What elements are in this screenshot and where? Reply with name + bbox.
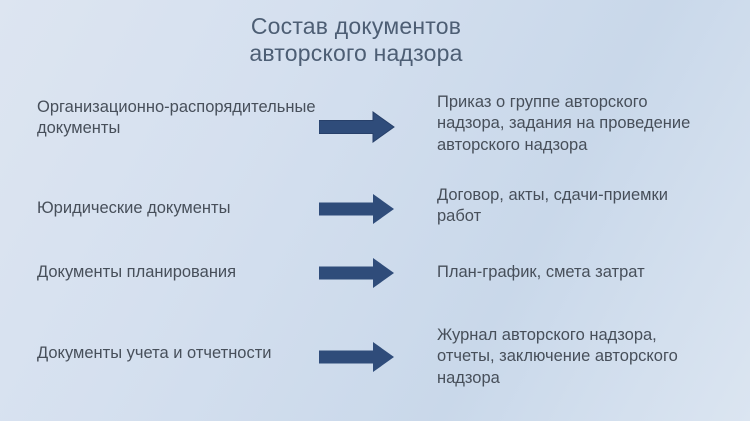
diagram-row-accounting: Документы учета и отчетности Журнал авто… [0, 307, 750, 407]
row-left-label: Организационно-распорядительные документ… [37, 97, 316, 138]
right-arrow-icon [319, 193, 437, 225]
slide-title-line1: Состав документов [250, 13, 462, 39]
right-arrow-icon [319, 111, 437, 143]
diagram-row-planning: Документы планирования План-график, смет… [0, 223, 750, 323]
row-right-text: Приказ о группе авторского надзора, зада… [437, 92, 691, 154]
row-right-text: Журнал авторского надзора, отчеты, заклю… [437, 325, 678, 387]
row-left-label: Документы учета и отчетности [37, 344, 272, 363]
right-arrow-icon [319, 257, 437, 289]
row-right-text: План-график, смета затрат [437, 263, 645, 282]
row-left-label: Юридические документы [37, 199, 231, 218]
slide-title-line2: авторского надзора [249, 40, 463, 66]
row-left-label: Документы планирования [37, 263, 237, 282]
row-right-text: Договор, акты, сдачи-приемки работ [437, 185, 668, 226]
right-arrow-icon [319, 341, 437, 373]
slide-title: Состав документов авторского надзора [0, 13, 712, 67]
diagram-row-organizational: Организационно-распорядительные документ… [0, 77, 750, 177]
diagram-row-legal: Юридические документы Договор, акты, сда… [0, 159, 750, 259]
